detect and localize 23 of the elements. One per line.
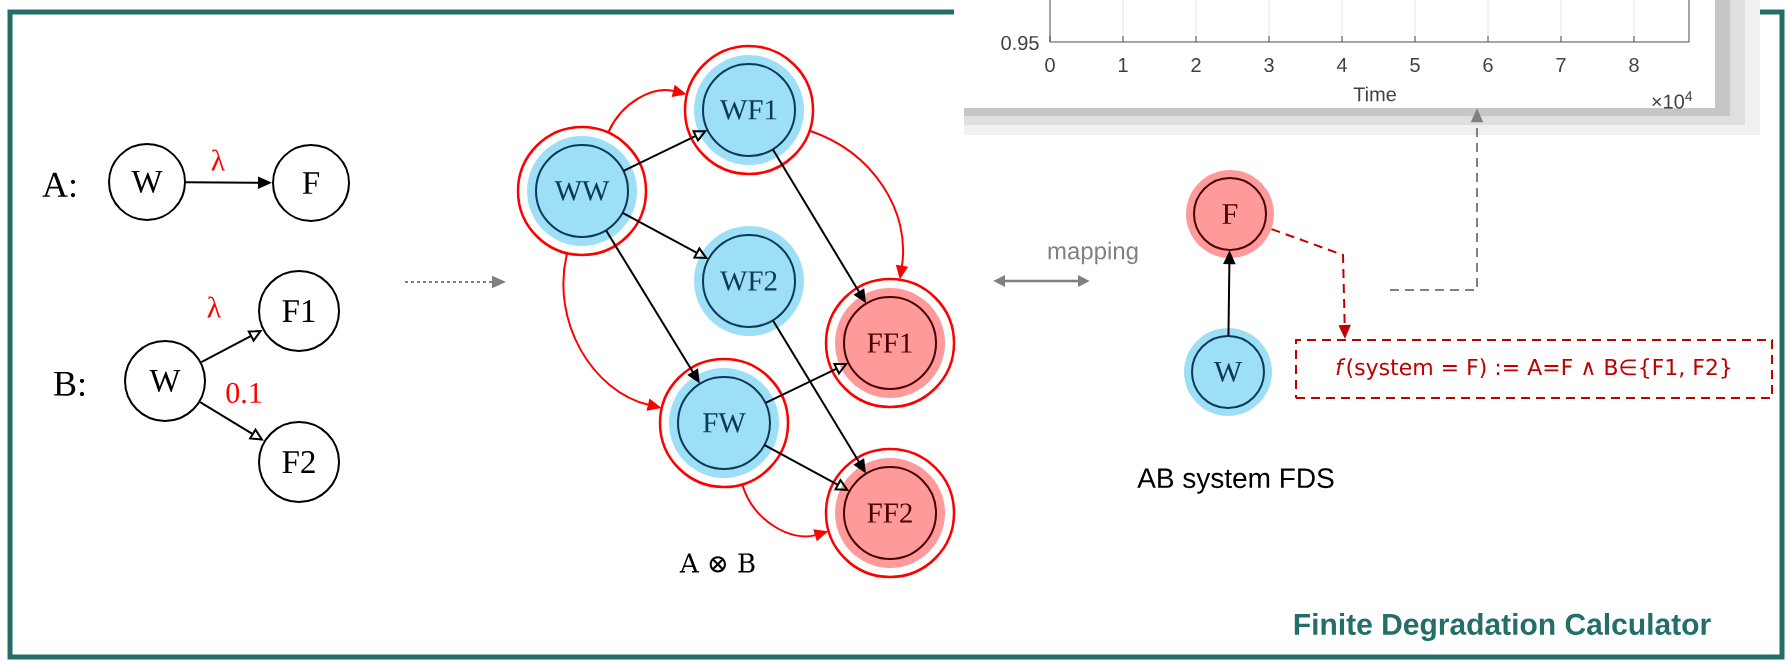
axis-label: 2 <box>1191 58 1201 72</box>
axis-label: 5 <box>1410 58 1420 72</box>
edge-label: λ <box>207 296 222 318</box>
formula-box: f(system = F) := A=F ∧ B∈{F1, F2} <box>1295 339 1773 399</box>
axis-label: 3 <box>1264 57 1274 73</box>
set-label: A: <box>42 172 76 198</box>
title: Finite Degradation Calculator <box>1294 612 1711 642</box>
axis-label: 8 <box>1629 57 1639 73</box>
axis-label: 7 <box>1556 58 1566 72</box>
axis-label: ×10$^{4}$ <box>1652 91 1693 109</box>
axis-label: 0 <box>1045 57 1055 73</box>
arrow-label: mapping <box>1048 241 1138 265</box>
axis-label: Time <box>1353 86 1396 102</box>
product-label: A ⊗ B <box>679 553 755 573</box>
system-label: AB system FDS <box>1137 468 1334 494</box>
edge-label: λ <box>211 149 226 171</box>
axis-label: 6 <box>1483 57 1493 73</box>
axis-label: 4 <box>1336 58 1347 72</box>
axis-label: 1 <box>1118 58 1128 72</box>
set-label: B: <box>54 371 85 397</box>
edge-label: 0.1 <box>226 382 261 404</box>
chart-panel <box>954 0 1760 135</box>
axis-label: 0.95 <box>1001 35 1039 51</box>
